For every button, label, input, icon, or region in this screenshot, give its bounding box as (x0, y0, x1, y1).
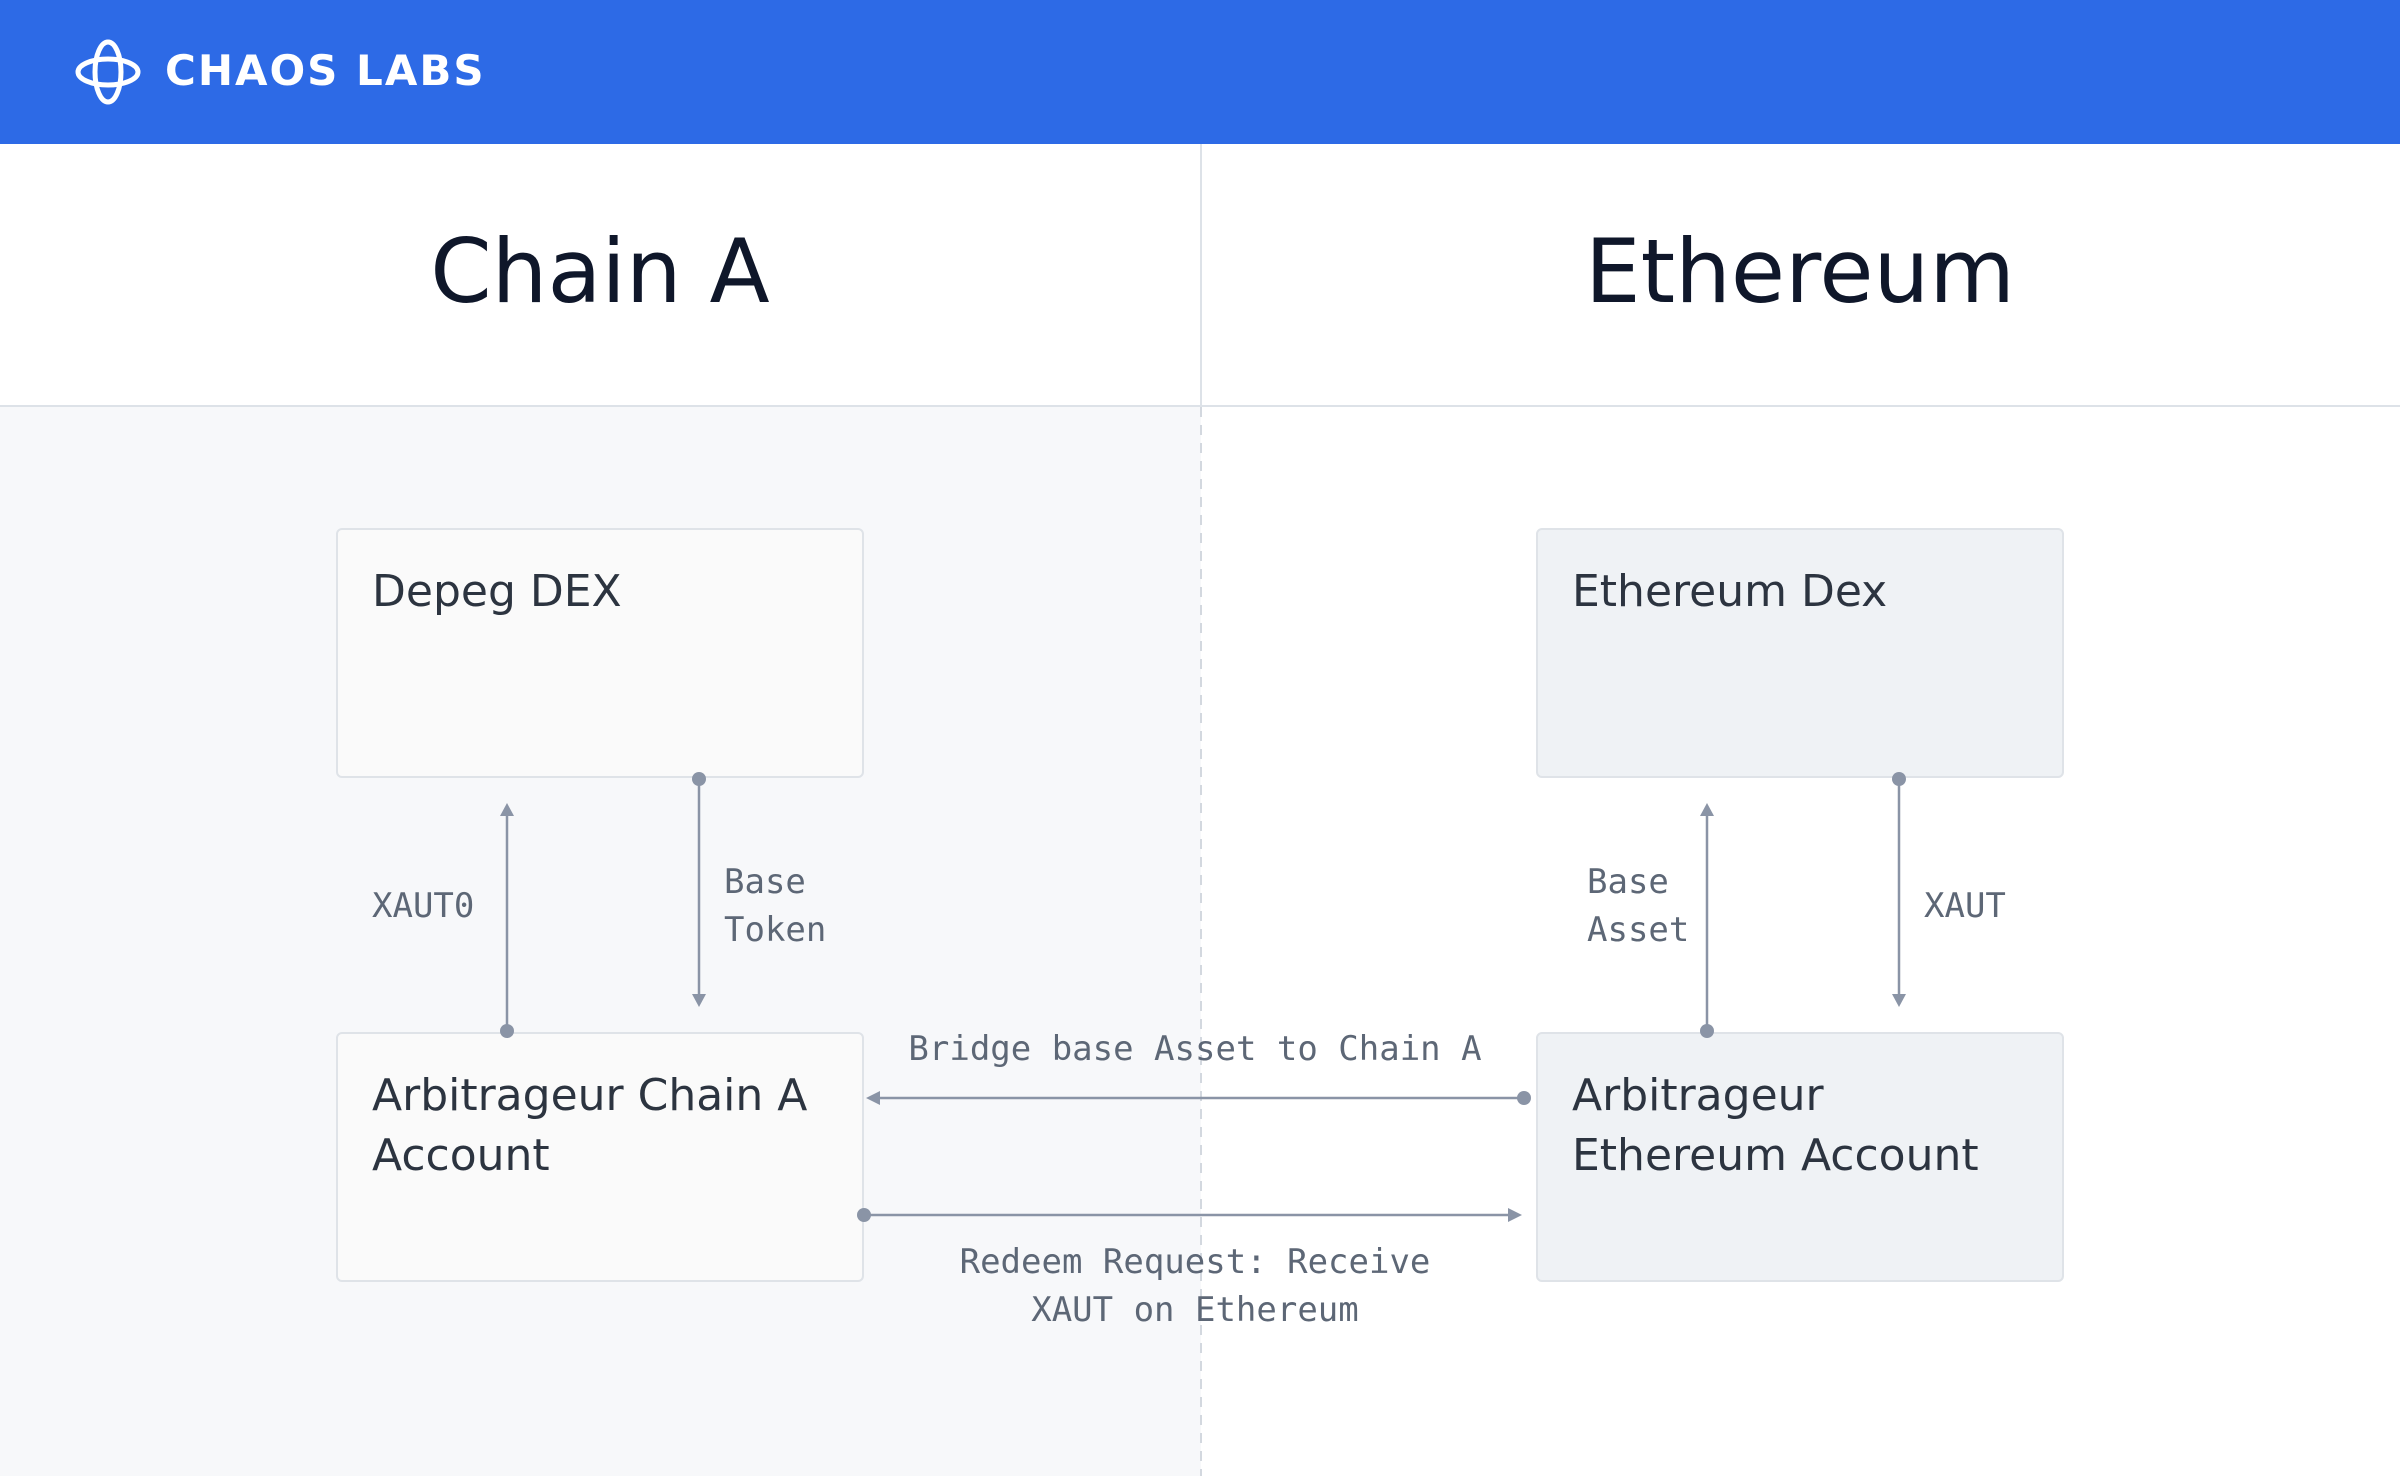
base-asset-line1: Base (1587, 862, 1669, 902)
arbitrageur-ethereum-line1: Arbitrageur (1572, 1070, 1824, 1121)
xaut-label: XAUT (1924, 886, 2006, 926)
brand-name: CHAOS LABS (165, 46, 486, 95)
base-asset-line2: Asset (1587, 910, 1690, 950)
redeem-label: Redeem Request: Receive XAUT on Ethereum (880, 1238, 1510, 1334)
base-token-label: Base Token (724, 858, 826, 954)
base-token-line1: Base (724, 862, 806, 902)
arbitrageur-chain-a-box: Arbitrageur Chain A Account (336, 1032, 864, 1282)
chaos-labs-logo-icon (75, 39, 141, 105)
base-asset-arrow (1700, 803, 1714, 1038)
header-bar: CHAOS LABS (0, 0, 2400, 144)
arbitrageur-ethereum-line2: Ethereum Account (1572, 1130, 1979, 1181)
bridge-label: Bridge base Asset to Chain A (908, 1029, 1482, 1069)
xaut0-arrow (500, 803, 514, 1038)
redeem-line2: XAUT on Ethereum (1031, 1290, 1359, 1330)
ethereum-dex-label: Ethereum Dex (1572, 566, 1888, 617)
redeem-line1: Redeem Request: Receive (959, 1242, 1431, 1282)
ethereum-title: Ethereum (1585, 220, 2015, 323)
chain-a-title: Chain A (430, 220, 770, 323)
base-token-arrow (692, 772, 706, 1007)
arbitrageur-ethereum-label: Arbitrageur Ethereum Account (1572, 1066, 1979, 1186)
arbitrageur-chain-a-line1: Arbitrageur Chain A (372, 1070, 808, 1121)
xaut-arrow (1892, 772, 1906, 1007)
xaut0-label: XAUT0 (372, 886, 475, 926)
column-divider (1200, 144, 1202, 407)
redeem-arrow (857, 1208, 1522, 1222)
arbitrageur-ethereum-box: Arbitrageur Ethereum Account (1536, 1032, 2064, 1282)
base-asset-label: Base Asset (1587, 858, 1689, 954)
arbitrageur-chain-a-line2: Account (372, 1130, 550, 1181)
depeg-dex-box: Depeg DEX (336, 528, 864, 778)
base-token-line2: Token (724, 910, 827, 950)
arbitrageur-chain-a-label: Arbitrageur Chain A Account (372, 1066, 807, 1186)
depeg-dex-label: Depeg DEX (372, 566, 622, 617)
bridge-arrow (866, 1091, 1531, 1105)
ethereum-dex-box: Ethereum Dex (1536, 528, 2064, 778)
